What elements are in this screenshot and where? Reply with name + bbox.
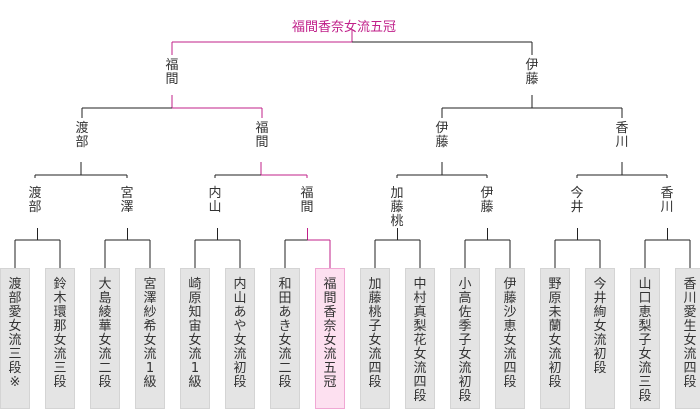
quarter-player-5: 加藤桃: [390, 186, 404, 229]
player-box-12: 伊藤沙恵女流四段: [495, 268, 525, 409]
player-box-15: 山口恵梨子女流三段: [630, 268, 660, 409]
player-box-7: 和田あき女流二段: [270, 268, 300, 409]
quarter-player-8: 香川: [660, 186, 674, 215]
player-name: 大島綾華女流二段: [98, 277, 112, 390]
quarter-player-1: 渡部: [28, 186, 42, 215]
player-box-14: 今井 絢女流初段: [585, 268, 615, 409]
semi-player-2: 福間: [255, 121, 269, 150]
semi-player-1: 渡部: [75, 121, 89, 150]
player-box-1: 渡部 愛女流三段※: [0, 268, 30, 409]
player-name: 野原未蘭女流初段: [548, 277, 562, 390]
final-player-2: 伊藤: [525, 58, 539, 87]
champion-label: 福間香奈女流五冠: [292, 20, 397, 35]
player-name: 加藤桃子女流四段: [368, 277, 382, 390]
player-name: 福間香奈女流五冠: [323, 277, 337, 390]
player-box-5: 崎原知宙女流1級: [180, 268, 210, 409]
player-box-2: 鈴木環那女流三段: [45, 268, 75, 409]
quarter-player-3: 内山: [208, 186, 222, 215]
player-box-9: 加藤桃子女流四段: [360, 268, 390, 409]
player-name: 香川愛生女流四段: [683, 277, 697, 390]
final-player-1: 福間: [165, 58, 179, 87]
quarter-player-4: 福間: [300, 186, 314, 215]
player-name: 宮澤紗希女流1級: [143, 277, 157, 390]
quarter-player-2: 宮澤: [120, 186, 134, 215]
player-box-8: 福間香奈女流五冠: [315, 268, 345, 409]
semi-player-4: 香川: [615, 121, 629, 150]
player-box-16: 香川愛生女流四段: [675, 268, 700, 409]
player-name: 小高佐季子女流初段: [458, 277, 472, 404]
semi-player-3: 伊藤: [435, 121, 449, 150]
player-name: 渡部 愛女流三段※: [8, 277, 29, 390]
player-box-4: 宮澤紗希女流1級: [135, 268, 165, 409]
player-box-13: 野原未蘭女流初段: [540, 268, 570, 409]
quarter-player-7: 今井: [570, 186, 584, 215]
player-name: 山口恵梨子女流三段: [638, 277, 652, 404]
player-name: 鈴木環那女流三段: [53, 277, 67, 390]
player-name: 中村真梨花女流四段: [413, 277, 427, 404]
player-name: 今井 絢女流初段: [593, 277, 614, 376]
player-box-6: 内山あや女流初段: [225, 268, 255, 409]
quarter-player-6: 伊藤: [480, 186, 494, 215]
player-box-10: 中村真梨花女流四段: [405, 268, 435, 409]
player-name: 和田あき女流二段: [278, 277, 292, 390]
player-box-3: 大島綾華女流二段: [90, 268, 120, 409]
player-name: 崎原知宙女流1級: [188, 277, 202, 390]
player-name: 内山あや女流初段: [233, 277, 247, 390]
player-name: 伊藤沙恵女流四段: [503, 277, 517, 390]
player-box-11: 小高佐季子女流初段: [450, 268, 480, 409]
